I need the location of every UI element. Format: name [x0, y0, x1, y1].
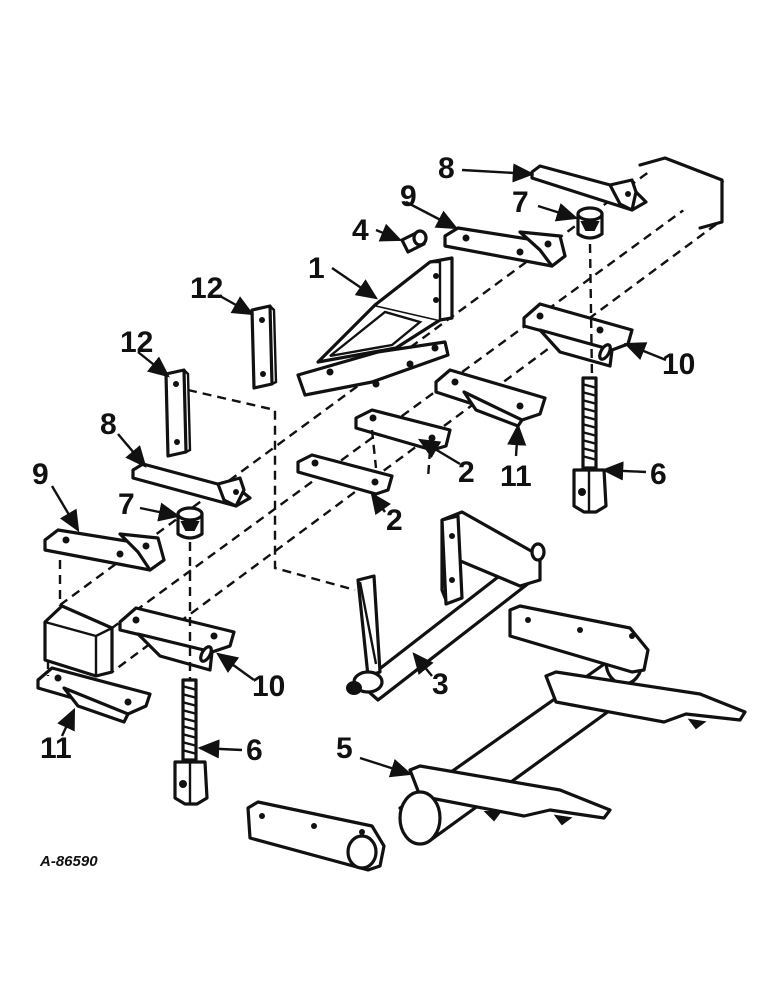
part-7-nut-lower: [176, 506, 204, 540]
part-8-bracket-upper: [530, 164, 648, 212]
part-10-bracket-upper: [522, 302, 634, 368]
callout-5: 5: [336, 732, 353, 765]
callout-1: 1: [308, 252, 325, 285]
callout-7-upper: 7: [512, 186, 529, 219]
callout-7-lower: 7: [118, 488, 135, 521]
rod-alignment-upper: [588, 243, 594, 379]
part-1-bracket: [296, 256, 454, 397]
callout-6-upper: 6: [650, 458, 667, 491]
part-9-bracket-lower: [43, 528, 166, 572]
part-11-bracket-upper: [434, 368, 547, 428]
leader-lines: [50, 163, 667, 778]
callout-11-lower: 11: [40, 732, 72, 765]
callout-6-lower: 6: [246, 734, 263, 767]
part-6-rod-lower: [173, 678, 209, 806]
callout-8-upper: 8: [438, 152, 455, 185]
part-7-nut-upper: [576, 206, 604, 240]
part-2-plate-lower: [296, 453, 394, 496]
callout-12-upper: 12: [190, 272, 223, 305]
part-3-shaft: [346, 510, 546, 702]
part-5-axle: [246, 604, 747, 872]
part-11-bracket-lower: [36, 666, 152, 724]
callout-9-lower: 9: [32, 458, 49, 491]
callout-8-lower: 8: [100, 408, 117, 441]
strap-alignment: [187, 388, 356, 592]
part-8-bracket-lower: [131, 462, 252, 508]
part-12-strap-upper: [250, 304, 278, 390]
callout-3: 3: [432, 668, 449, 701]
callout-10-lower: 10: [252, 670, 285, 703]
part-12-strap-lower: [164, 368, 192, 458]
callout-numbers: 1 2 2 3 4 5 6 6 7 7 8 8 9 9 10 10 11 11 …: [32, 152, 695, 767]
frame-bar: [43, 156, 725, 678]
callout-11-upper: 11: [500, 460, 532, 493]
callout-2-upper: 2: [458, 456, 475, 489]
callout-10-upper: 10: [662, 348, 695, 381]
callout-4: 4: [352, 214, 369, 247]
callout-2-lower: 2: [386, 504, 403, 537]
drawing-code: A-86590: [39, 853, 98, 870]
part-6-rod-upper: [572, 376, 608, 514]
callout-12-lower: 12: [120, 326, 153, 359]
part-4-pin: [400, 229, 428, 254]
part-10-bracket-lower: [118, 606, 236, 672]
part-9-bracket-upper: [443, 226, 567, 268]
callout-9-upper: 9: [400, 180, 417, 213]
